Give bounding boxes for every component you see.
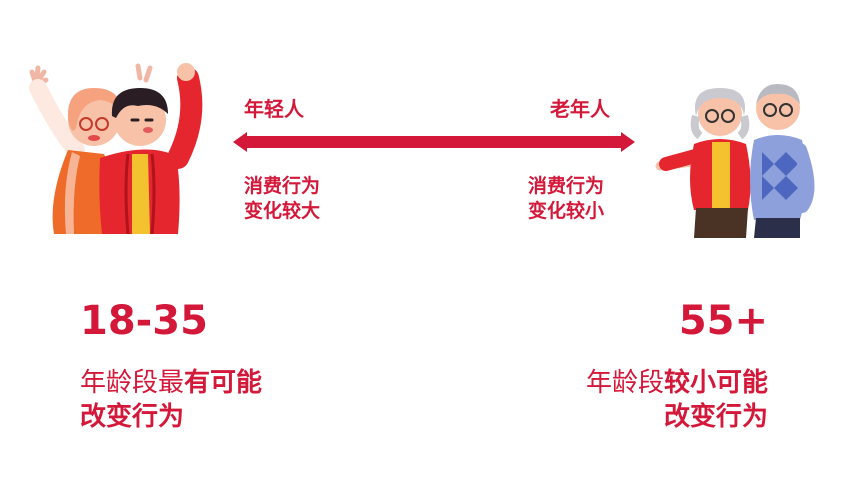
arrow-right-head <box>621 132 635 152</box>
old-label: 老年人 <box>550 97 610 121</box>
young-description: 年龄段最有可能 改变行为 <box>80 366 262 434</box>
young-desc-bold: 有可能 <box>184 368 263 398</box>
young-note-line1: 消费行为 <box>244 175 321 197</box>
arrow-bar <box>245 136 623 148</box>
young-label: 年轻人 <box>244 97 304 121</box>
old-age-range: 55+ <box>678 298 768 344</box>
young-desc-normal: 年龄段最 <box>80 368 185 398</box>
old-note: 消费行为 变化较小 <box>528 174 604 224</box>
old-note-line2: 变化较小 <box>528 200 605 222</box>
double-arrow <box>233 132 635 152</box>
old-desc-line2: 改变行为 <box>663 402 768 432</box>
young-couple-icon <box>29 63 203 234</box>
elderly-couple-icon <box>655 84 815 238</box>
young-note: 消费行为 变化较大 <box>244 174 320 224</box>
young-age-range: 18-35 <box>80 298 208 344</box>
old-desc-normal: 年龄段 <box>585 368 664 398</box>
arrow-left-head <box>233 132 247 152</box>
young-note-line2: 变化较大 <box>244 200 321 222</box>
old-description: 年龄段较小可能 改变行为 <box>520 366 768 434</box>
old-desc-bold: 较小可能 <box>663 368 768 398</box>
young-desc-line2: 改变行为 <box>80 402 185 432</box>
old-note-line1: 消费行为 <box>528 175 605 197</box>
